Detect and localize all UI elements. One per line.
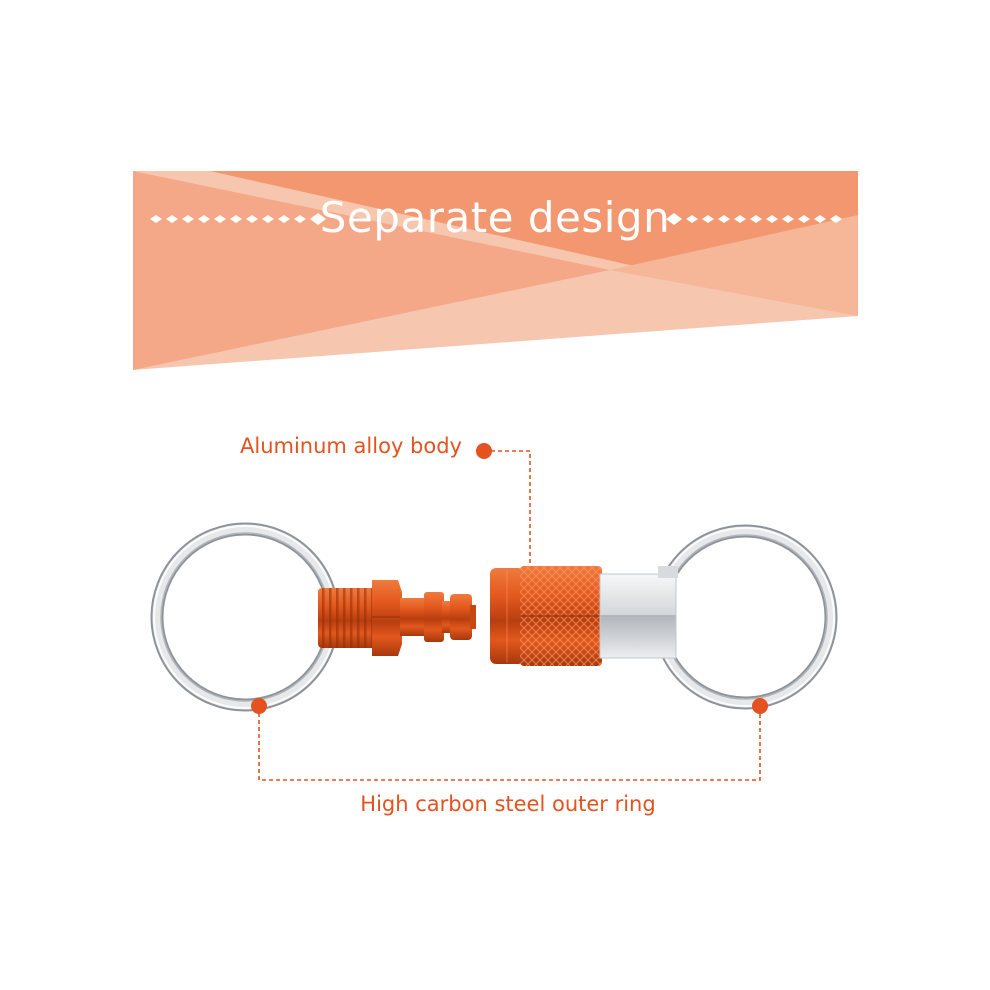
callout-body-label: Aluminum alloy body (240, 434, 462, 458)
callout-ring-label: High carbon steel outer ring (360, 792, 656, 816)
callout-ring-dot-left (251, 698, 267, 714)
banner-fold (610, 215, 858, 316)
callout-ring-leader (251, 698, 768, 781)
female-connector (490, 566, 678, 666)
left-key-ring (150, 522, 340, 712)
male-connector (318, 580, 476, 656)
banner-ornament-left (150, 213, 326, 225)
callout-body-dot (476, 443, 492, 459)
right-key-ring (652, 524, 838, 710)
banner-ornament-right (666, 213, 842, 225)
banner-title: Separate design (319, 193, 671, 242)
callout-body-leader (476, 443, 531, 566)
callout-ring-dot-right (752, 698, 768, 714)
banner (133, 171, 858, 370)
